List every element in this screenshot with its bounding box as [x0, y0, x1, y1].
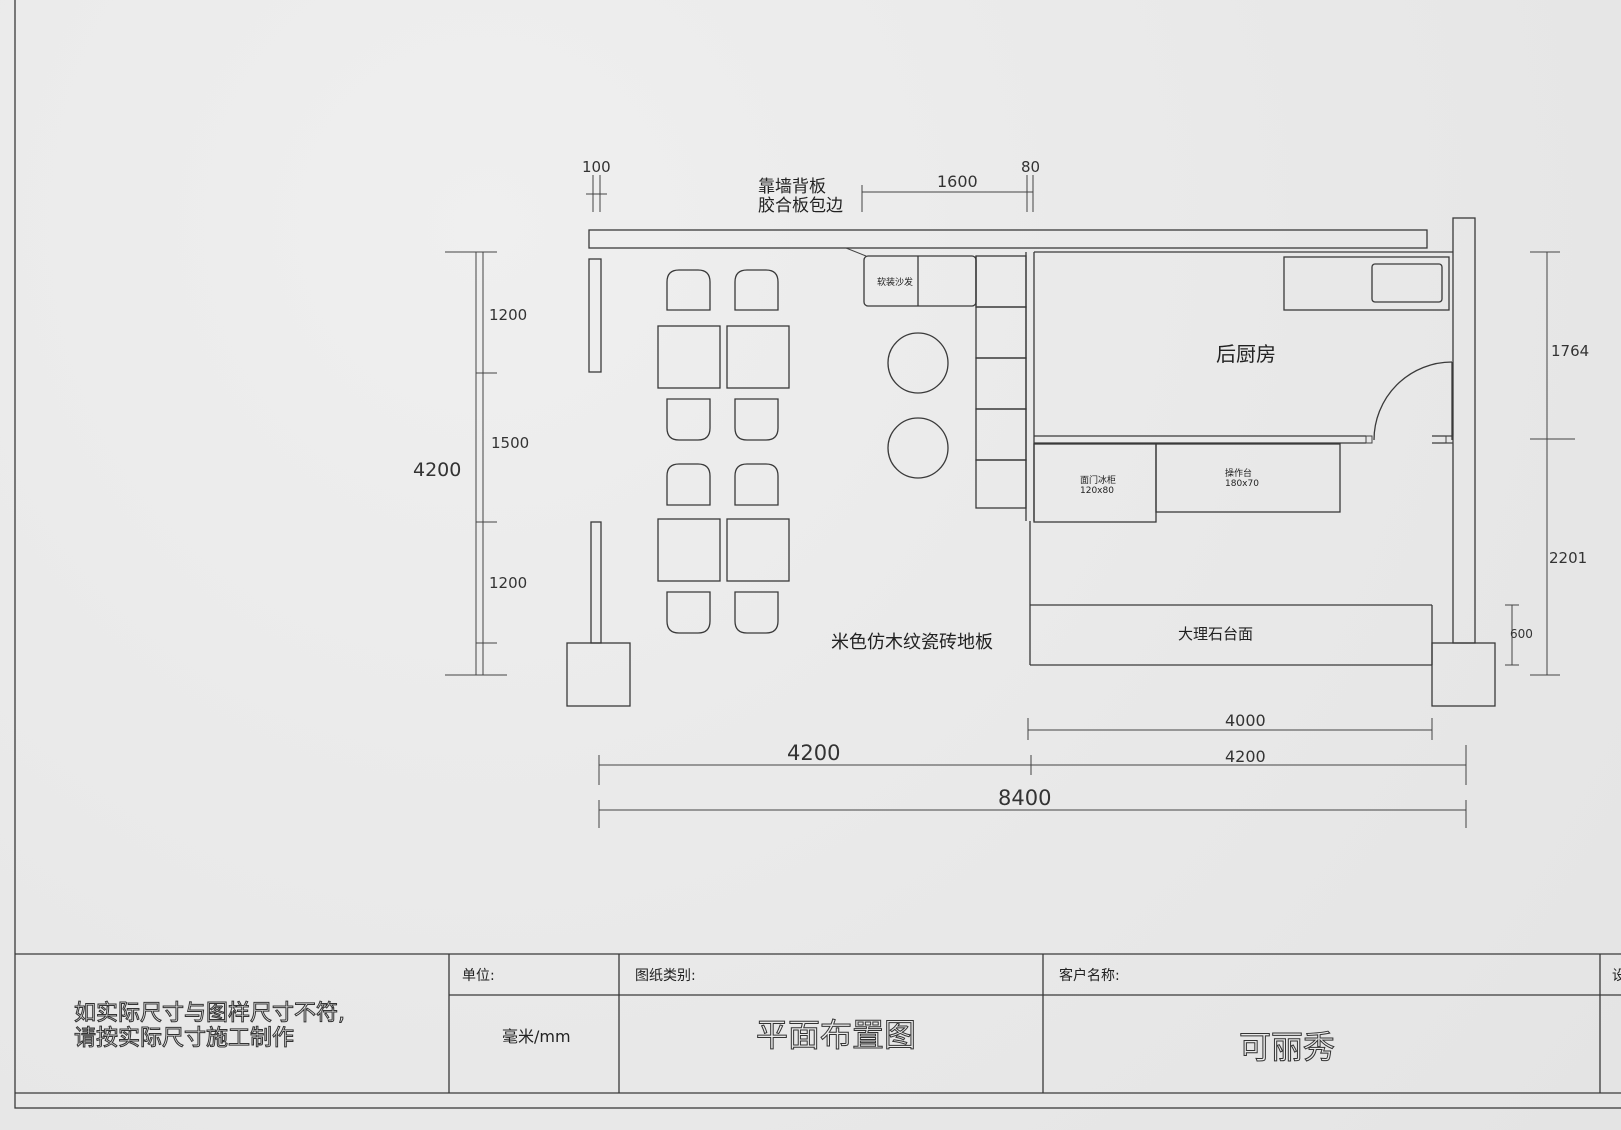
dim-bottom-right: 4200: [1225, 747, 1266, 766]
unit-label: 单位:: [462, 968, 495, 984]
label-wall-panel-2: 胶合板包边: [758, 196, 843, 216]
marble-counter: [1029, 521, 1433, 666]
label-workbench-2: 180x70: [1225, 479, 1259, 489]
dim-left-total: 4200: [413, 459, 461, 481]
title-block: [15, 953, 1621, 1094]
label-sofa: 软装沙发: [877, 276, 913, 288]
label-workbench-1: 操作台: [1225, 467, 1252, 479]
dim-right-small: 600: [1510, 627, 1533, 641]
dim-top-left: 100: [582, 158, 611, 176]
dim-right-upper: 1764: [1551, 342, 1589, 360]
dim-bottom-left: 4200: [787, 741, 840, 765]
label-wall-panel-1: 靠墙背板: [758, 177, 826, 197]
bench-seating: [975, 255, 1027, 509]
walls: [566, 217, 1496, 707]
round-table: [887, 417, 949, 479]
note-line-2: 请按实际尺寸施工制作: [74, 1026, 294, 1051]
dim-top-mid: 1600: [937, 172, 978, 191]
label-fridge-2: 120x80: [1080, 486, 1114, 496]
dim-left-seg3: 1200: [489, 574, 527, 592]
kitchen-door: [1373, 361, 1453, 441]
drawing-type-label: 图纸类别:: [635, 968, 696, 984]
workbench: [1155, 443, 1341, 513]
label-floor: 米色仿木纹瓷砖地板: [831, 632, 993, 653]
dim-left-seg2: 1500: [491, 434, 529, 452]
dim-bottom-counter: 4000: [1225, 711, 1266, 730]
sheet-border: [14, 0, 1621, 1109]
dim-top-right: 80: [1021, 158, 1040, 176]
dim-left-seg1: 1200: [489, 306, 527, 324]
client-value: 可丽秀: [1239, 1028, 1335, 1066]
label-kitchen: 后厨房: [1216, 342, 1276, 366]
unit-value: 毫米/mm: [502, 1027, 571, 1046]
dimension-lines: [445, 175, 1575, 828]
dining-set-2: [657, 463, 790, 634]
client-label: 客户名称:: [1059, 967, 1120, 984]
cut-off-label: 设: [1612, 968, 1621, 984]
note-line-1: 如实际尺寸与图样尺寸不符,: [74, 1001, 345, 1026]
dim-bottom-total: 8400: [998, 786, 1051, 810]
dining-set-1: [657, 269, 790, 441]
drawing-type-value: 平面布置图: [756, 1016, 916, 1054]
kitchen-sink: [1283, 256, 1450, 311]
label-fridge-1: 面门冰柜: [1080, 474, 1116, 486]
dim-right-lower: 2201: [1549, 549, 1587, 567]
label-counter: 大理石台面: [1178, 625, 1253, 643]
round-table: [887, 332, 949, 394]
